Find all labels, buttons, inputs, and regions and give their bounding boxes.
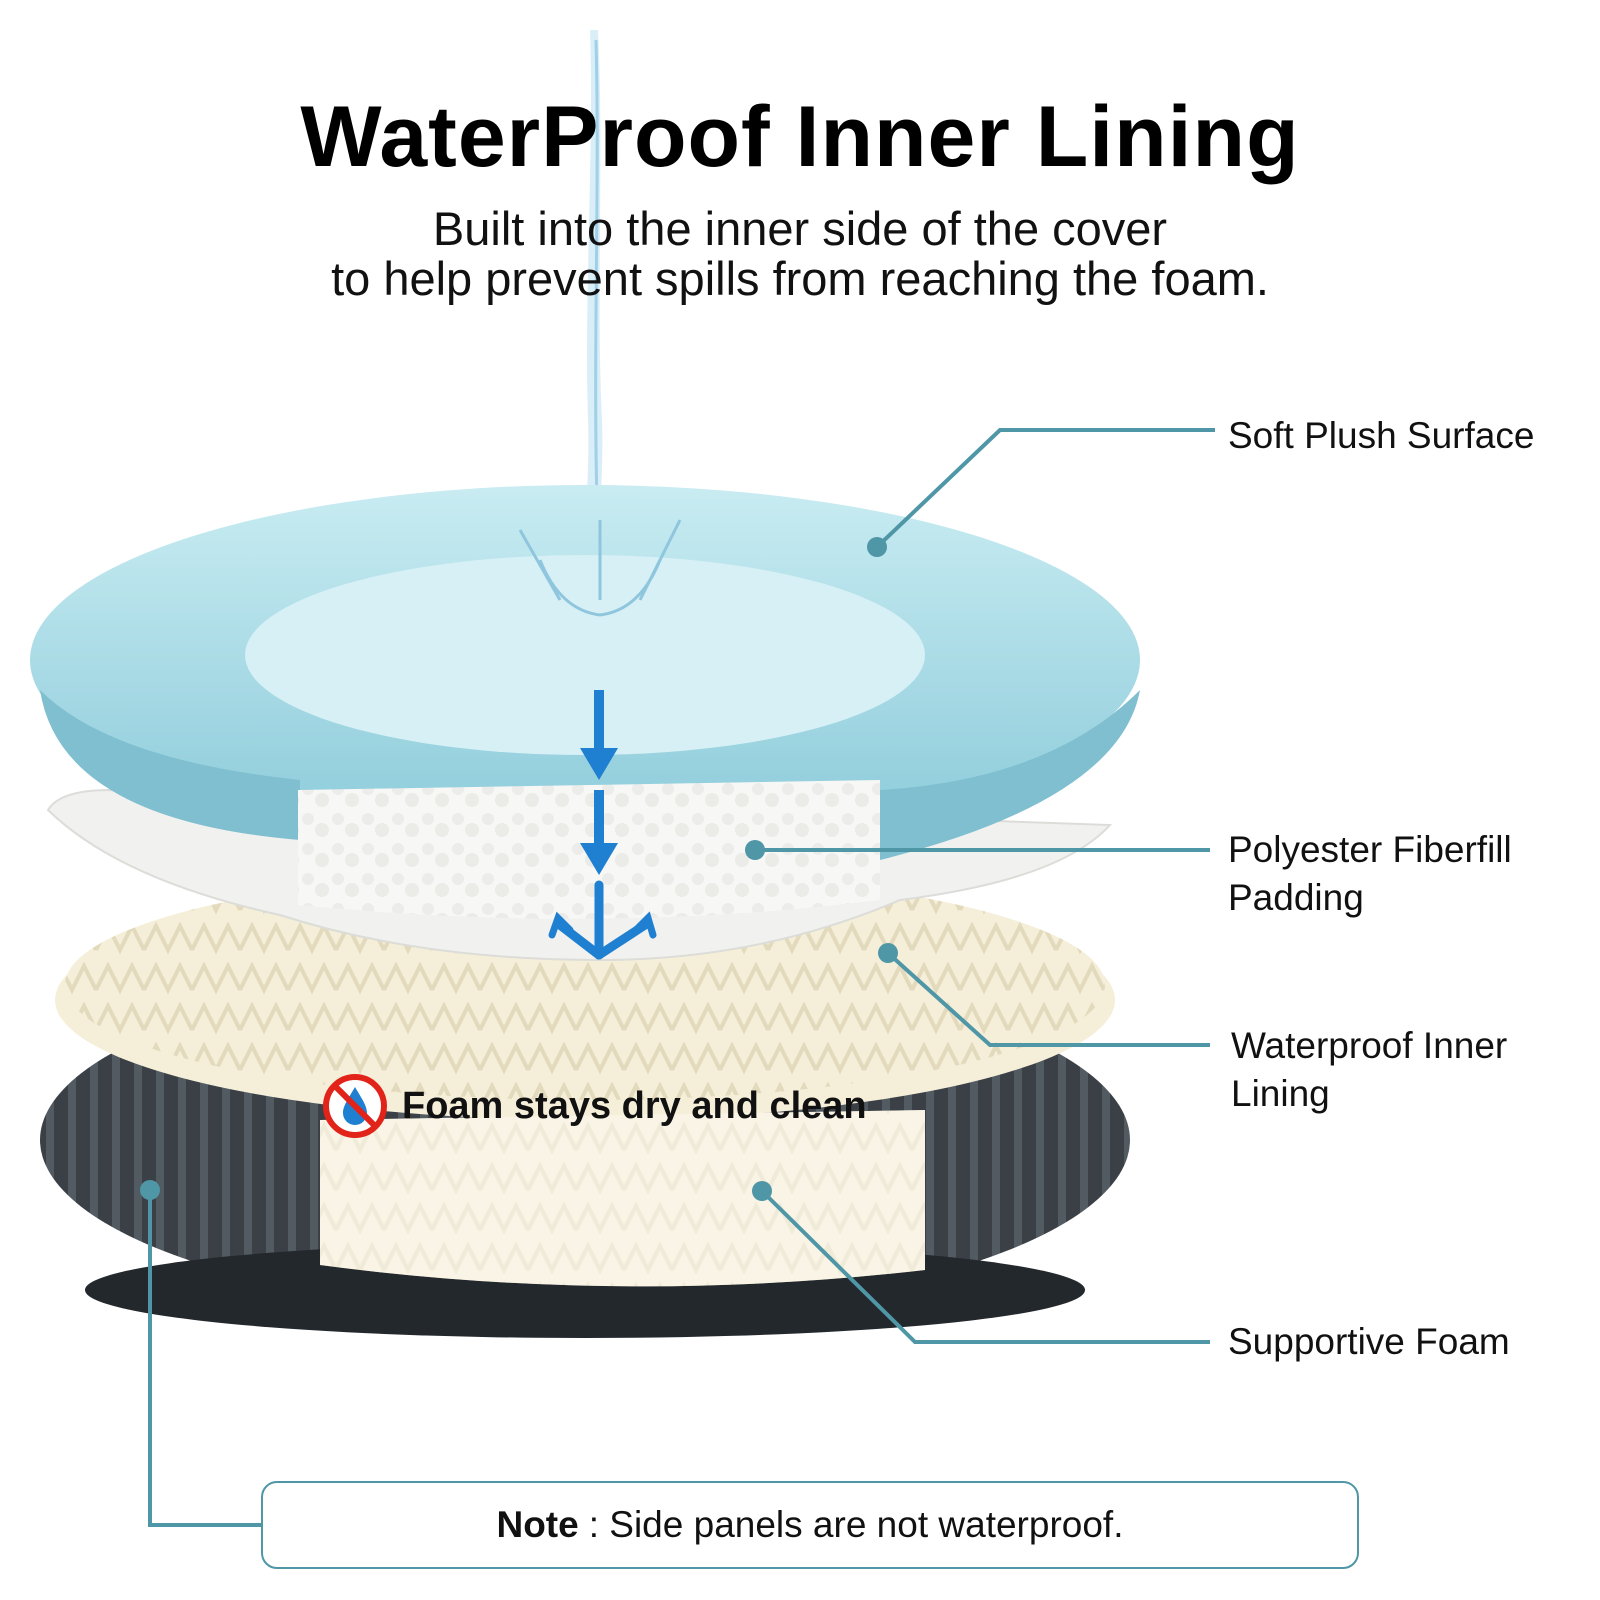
water-stream — [585, 30, 603, 560]
label-fiberfill-line-2: Padding — [1228, 877, 1364, 918]
page-subtitle: Built into the inner side of the cover t… — [0, 204, 1600, 304]
note-text: Side panels are not waterproof. — [609, 1504, 1124, 1545]
label-fiberfill-line-1: Polyester Fiberfill — [1228, 829, 1512, 870]
note-box: Note: Side panels are not waterproof. — [261, 1481, 1359, 1569]
callout-dots — [140, 537, 898, 1201]
splash — [518, 519, 682, 617]
note-colon: : — [588, 1504, 610, 1545]
foam-dry-badge: Foam stays dry and clean — [322, 1073, 867, 1139]
label-polyester-fiberfill: Polyester Fiberfill Padding — [1228, 826, 1512, 922]
label-supportive-foam: Supportive Foam — [1228, 1321, 1510, 1362]
arrow-down-icon — [580, 690, 618, 780]
label-soft-plush-surface: Soft Plush Surface — [1228, 415, 1535, 456]
arrow-down-icon — [580, 790, 618, 875]
label-waterproof-inner-lining: Waterproof Inner Lining — [1231, 1022, 1507, 1118]
label-lining-line-1: Waterproof Inner — [1231, 1025, 1508, 1066]
label-lining-line-2: Lining — [1231, 1073, 1330, 1114]
arrow-split-icon — [548, 880, 657, 960]
foam-dry-text: Foam stays dry and clean — [402, 1084, 867, 1127]
callout-leaders — [148, 428, 1215, 1527]
page-title: WaterProof Inner Lining — [300, 89, 1300, 185]
subtitle-line-2: to help prevent spills from reaching the… — [331, 252, 1269, 305]
plush-cover — [30, 485, 1140, 860]
note-label: Note — [496, 1504, 579, 1545]
no-water-drop-icon — [323, 1074, 387, 1138]
subtitle-line-1: Built into the inner side of the cover — [432, 202, 1168, 255]
water-flow-arrows — [548, 690, 657, 960]
